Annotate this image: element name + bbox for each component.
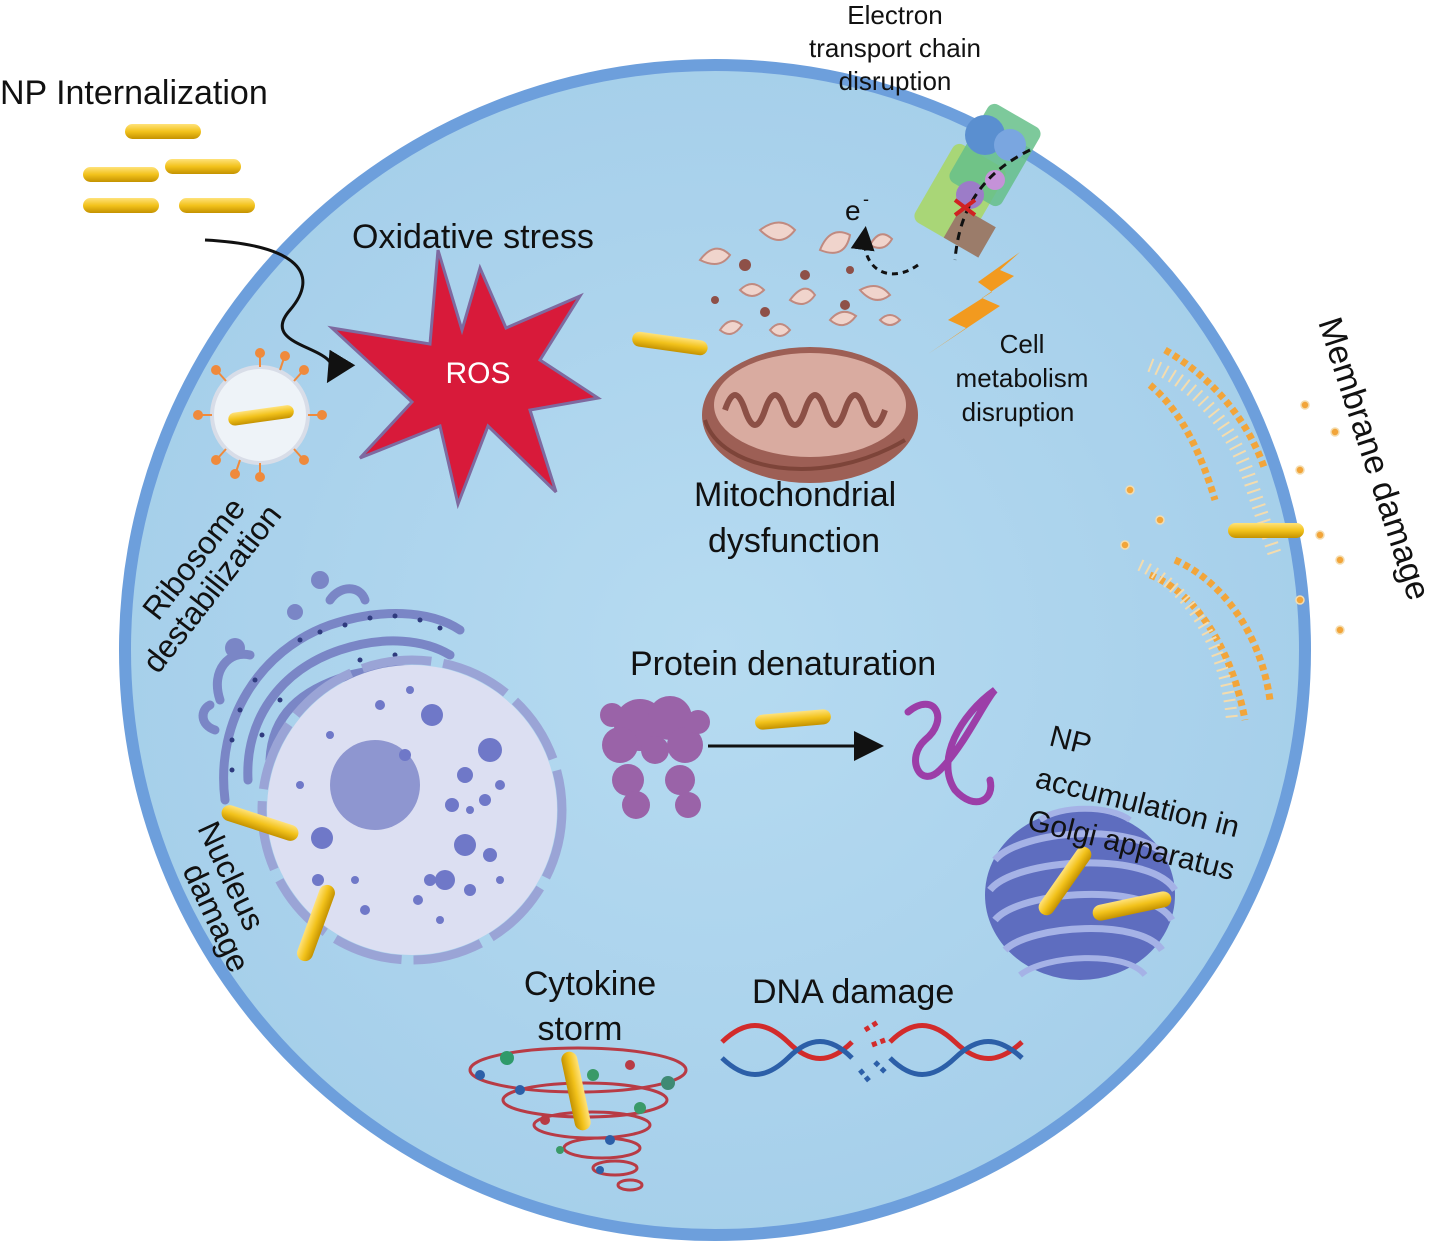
nanoparticle-protein: [755, 709, 831, 730]
free-nanoparticles: [83, 124, 255, 213]
cytokine-label-line1: Cytokine: [524, 965, 656, 1003]
nanoparticle-cytokine: [561, 1051, 591, 1131]
np-internalization-label: NP Internalization: [0, 74, 268, 112]
cell-metab-label-line3: disruption: [962, 397, 1075, 427]
nucleus: [257, 655, 567, 965]
lipid-bilayer: [1120, 346, 1345, 721]
lightning-icon: [928, 252, 1020, 354]
endosome: [193, 348, 327, 482]
mitochondrion: [702, 347, 918, 483]
mitochondrial-fragments: [698, 221, 902, 337]
etc-label-line1: Electron: [847, 0, 942, 30]
etc-label-line3: disruption: [839, 66, 952, 96]
nanoparticle-golgi-2: [1092, 891, 1172, 921]
dna-double-helix: [720, 1019, 1024, 1084]
nanoparticle-mito: [632, 331, 708, 356]
cell-metab-label-line1: Cell: [1000, 329, 1045, 359]
ribosomes: [229, 613, 443, 773]
membrane-damage-label: Membrane damage: [1310, 313, 1437, 605]
dna-damage-label: DNA damage: [752, 973, 954, 1011]
etc-label-line2: transport chain: [809, 33, 981, 63]
nanoparticle-membrane: [1228, 523, 1304, 538]
oxidative-stress-label: Oxidative stress: [352, 218, 594, 256]
electron-label: e: [845, 195, 861, 226]
cytokine-label-line2: storm: [538, 1010, 623, 1048]
cytokine-particles: [475, 1051, 675, 1174]
mito-label-line2: dysfunction: [708, 522, 880, 560]
nanoparticle-nucleus-2: [297, 884, 335, 962]
ros-label: ROS: [445, 357, 510, 390]
electron-superscript: -: [863, 189, 869, 209]
nanoparticle-nucleus-1: [221, 805, 299, 841]
mito-label-line1: Mitochondrial: [694, 476, 896, 514]
nanoparticle-golgi-1: [1038, 846, 1092, 916]
folded-protein: [600, 696, 710, 819]
electron-transport-chain: [914, 103, 1041, 261]
mitochondrial-debris: [711, 259, 854, 317]
protein-denaturation-label: Protein denaturation: [630, 645, 936, 683]
internalization-arrow: [204, 238, 356, 384]
denatured-protein: [904, 687, 998, 806]
ros-star: [327, 249, 602, 510]
cell-metab-label-line2: metabolism: [956, 363, 1089, 393]
